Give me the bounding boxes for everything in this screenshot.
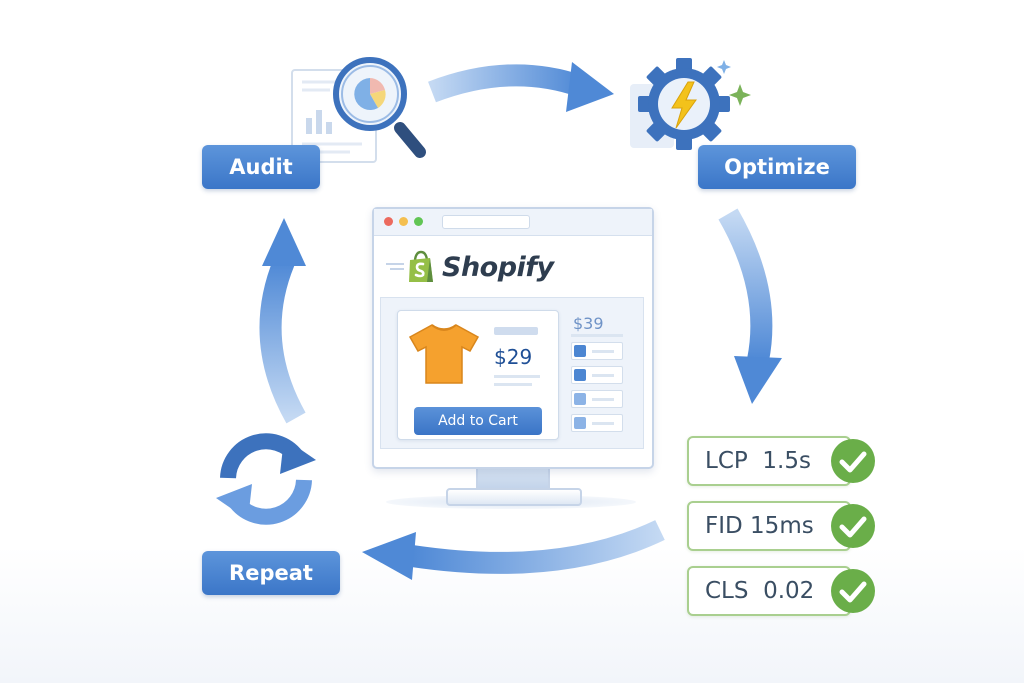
product-title-placeholder — [494, 327, 538, 335]
stage-audit-label: Audit — [202, 145, 320, 189]
monitor-stand-neck — [476, 466, 550, 490]
arrow-repeat-to-audit — [259, 218, 306, 424]
metric-cls-text: CLS 0.02 — [705, 578, 815, 604]
arrow-audit-to-optimize — [428, 62, 614, 112]
sidebar-product-item[interactable] — [571, 342, 623, 360]
arrow-optimize-to-metrics — [718, 208, 782, 404]
storefront-monitor: Shopify $29 Add to Cart $39 — [372, 207, 654, 469]
description-line — [494, 383, 532, 386]
sidebar-divider — [571, 334, 623, 337]
magnifier-chart-icon — [291, 57, 426, 163]
refresh-cycle-icon — [216, 433, 316, 525]
store-content: $29 Add to Cart $39 — [380, 297, 644, 449]
metric-lcp: LCP 1.5s — [687, 436, 875, 486]
stage-repeat-label: Repeat — [202, 551, 340, 595]
window-close-dot[interactable] — [384, 217, 393, 226]
browser-toolbar — [374, 209, 652, 236]
arrow-metrics-to-repeat — [362, 520, 665, 580]
product-card[interactable]: $29 Add to Cart — [397, 310, 559, 440]
sidebar-product-item[interactable] — [571, 366, 623, 384]
sidebar-product-item[interactable] — [571, 390, 623, 408]
description-line — [494, 375, 540, 378]
check-circle-icon — [831, 569, 875, 613]
speed-lines-icon — [386, 263, 404, 270]
monitor-stand-base — [446, 488, 582, 506]
stage-optimize-label: Optimize — [698, 145, 856, 189]
brand-name: Shopify — [442, 251, 554, 283]
check-circle-icon — [831, 504, 875, 548]
metric-lcp-text: LCP 1.5s — [705, 448, 811, 474]
window-minimize-dot[interactable] — [399, 217, 408, 226]
gear-lightning-icon — [630, 58, 751, 150]
address-bar[interactable] — [442, 215, 530, 229]
add-to-cart-button[interactable]: Add to Cart — [414, 407, 542, 435]
metric-fid: FID 15ms — [687, 501, 875, 551]
check-circle-icon — [831, 439, 875, 483]
product-price: $29 — [494, 345, 533, 369]
store-brand: Shopify — [384, 247, 554, 287]
tshirt-icon — [408, 324, 480, 384]
compare-price: $39 — [573, 314, 604, 333]
sidebar-product-item[interactable] — [571, 414, 623, 432]
metric-fid-text: FID 15ms — [705, 513, 814, 539]
metric-cls: CLS 0.02 — [687, 566, 875, 616]
shopping-bag-icon — [409, 250, 433, 282]
window-maximize-dot[interactable] — [414, 217, 423, 226]
